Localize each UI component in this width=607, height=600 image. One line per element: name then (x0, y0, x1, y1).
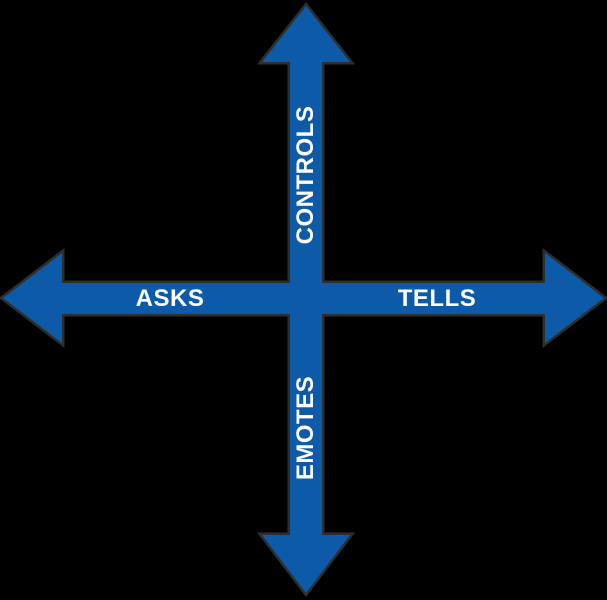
label-tells: TELLS (397, 285, 477, 312)
label-asks: ASKS (135, 285, 205, 312)
vertical-arrow (262, 6, 350, 593)
label-emotes: EMOTES (292, 375, 319, 481)
label-controls: CONTROLS (292, 105, 319, 245)
